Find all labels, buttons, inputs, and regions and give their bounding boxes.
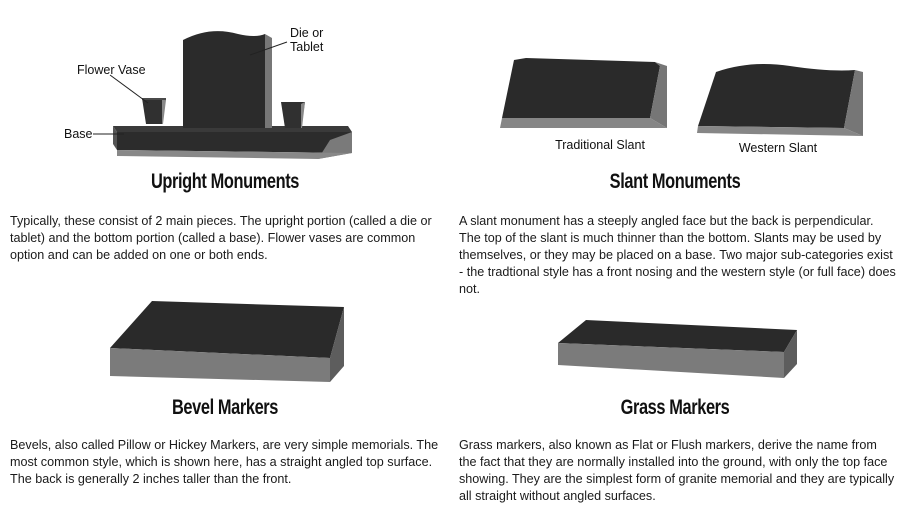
slant-heading: Slant Monuments bbox=[609, 170, 741, 193]
upright-panel: Die or Tablet Flower Vase Base Upright M… bbox=[0, 0, 450, 270]
bevel-marker-illustration bbox=[110, 301, 344, 382]
bevel-panel: Bevel Markers Bevels, also called Pillow… bbox=[0, 290, 450, 524]
grass-description: Grass markers, also known as Flat or Flu… bbox=[459, 438, 895, 503]
traditional-slant-side bbox=[650, 62, 667, 128]
die-front bbox=[183, 31, 265, 128]
traditional-slant-face bbox=[502, 58, 660, 118]
upright-monument-illustration bbox=[93, 31, 352, 159]
grass-panel: Grass Markers Grass markers, also known … bbox=[450, 290, 900, 524]
western-slant-face bbox=[698, 64, 855, 128]
grass-top bbox=[558, 320, 797, 352]
base-front-face bbox=[117, 132, 352, 153]
bevel-heading: Bevel Markers bbox=[171, 396, 279, 419]
upright-description: Typically, these consist of 2 main piece… bbox=[10, 214, 432, 262]
bevel-front bbox=[110, 348, 330, 382]
western-slant-caption: Western Slant bbox=[738, 141, 818, 155]
grass-heading: Grass Markers bbox=[620, 396, 730, 419]
vase-leader bbox=[109, 74, 149, 104]
base-label: Base bbox=[64, 127, 93, 141]
bevel-side bbox=[330, 307, 344, 382]
bevel-description: Bevels, also called Pillow or Hickey Mar… bbox=[10, 438, 439, 486]
vase-label: Flower Vase bbox=[77, 63, 146, 77]
slant-monuments-illustration bbox=[500, 58, 863, 136]
base-front bbox=[113, 126, 117, 150]
upright-heading: Upright Monuments bbox=[150, 170, 300, 193]
traditional-slant-front bbox=[500, 118, 667, 128]
slant-description: A slant monument has a steeply angled fa… bbox=[459, 214, 896, 296]
left-vase bbox=[142, 98, 166, 124]
western-slant-side bbox=[844, 70, 863, 136]
die-label: Die or Tablet bbox=[290, 26, 324, 54]
die-side bbox=[265, 34, 272, 128]
bevel-top bbox=[110, 301, 344, 358]
western-slant-front bbox=[697, 126, 863, 136]
die-leader bbox=[249, 41, 288, 56]
base-side bbox=[318, 132, 352, 159]
traditional-slant-caption: Traditional Slant bbox=[555, 138, 645, 152]
slant-panel: Traditional Slant Western Slant Slant Mo… bbox=[450, 0, 900, 300]
right-vase bbox=[281, 102, 305, 128]
grass-marker-illustration bbox=[558, 320, 797, 378]
grass-front bbox=[558, 343, 784, 378]
grass-side bbox=[784, 330, 797, 378]
